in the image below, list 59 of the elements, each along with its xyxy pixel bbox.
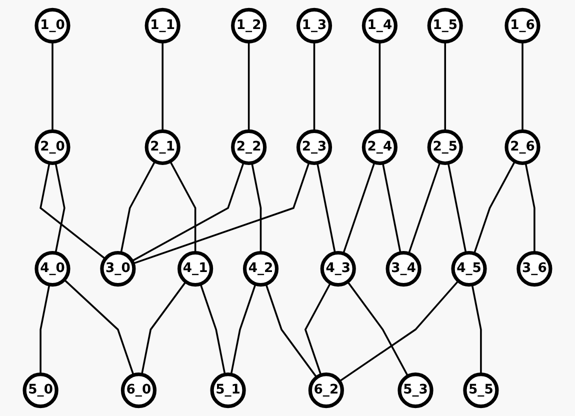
node-circle: 3_0 (100, 250, 136, 287)
connector (52, 42, 54, 132)
connector (346, 281, 409, 377)
node-circle: 1_0 (34, 8, 70, 44)
node-circle: 2_2 (231, 129, 267, 166)
node-circle: 5_1 (210, 372, 246, 408)
connector (251, 162, 262, 253)
connector (316, 162, 336, 254)
node-circle: 5_5 (463, 372, 499, 408)
connector (248, 42, 250, 132)
node-circle: 1_5 (427, 8, 463, 44)
connector (132, 162, 310, 264)
connector (40, 284, 50, 374)
connector (40, 162, 106, 260)
node-circle: 6_2 (308, 372, 344, 408)
node-circle: 6_0 (120, 372, 156, 408)
connector (338, 280, 460, 382)
connector (408, 162, 441, 254)
node-circle: 2_6 (504, 129, 540, 166)
node-circle: 2_4 (362, 129, 398, 166)
connector (162, 42, 164, 132)
node-circle: 4_5 (451, 250, 487, 287)
connector (447, 162, 467, 254)
node-circle: 2_1 (144, 129, 180, 166)
node-circle: 2_0 (34, 129, 70, 166)
connector (120, 160, 156, 254)
node-circle: 5_0 (22, 372, 58, 408)
node-circle: 4_1 (178, 250, 214, 287)
node-circle: 1_6 (504, 8, 540, 44)
node-circle: 4_0 (34, 250, 70, 287)
connector (313, 42, 316, 132)
node-circle: 1_2 (231, 8, 267, 44)
connector (342, 162, 376, 254)
connector (524, 162, 536, 253)
node-circle: 4_3 (320, 250, 356, 287)
connector (265, 284, 318, 378)
node-circle: 1_4 (362, 8, 398, 44)
connector (444, 42, 446, 132)
connector (522, 42, 524, 132)
connector (200, 284, 226, 375)
node-circle: 2_3 (296, 129, 332, 166)
connector (132, 162, 244, 262)
connector (471, 284, 482, 374)
connector (378, 42, 381, 132)
node-circle: 4_2 (242, 250, 279, 287)
connector (140, 281, 187, 375)
connector (54, 162, 66, 254)
node-circle: 1_1 (144, 8, 180, 44)
connector (64, 279, 134, 376)
node-circle: 1_3 (296, 8, 332, 44)
node-circle: 2_5 (427, 129, 463, 166)
connector (382, 162, 402, 254)
connector (304, 282, 332, 376)
node-circle: 3_4 (386, 250, 422, 287)
node-circle: 3_6 (516, 250, 552, 287)
node-circle: 5_3 (398, 372, 434, 408)
connector (169, 160, 196, 253)
connector (230, 284, 256, 375)
connector (473, 160, 516, 254)
